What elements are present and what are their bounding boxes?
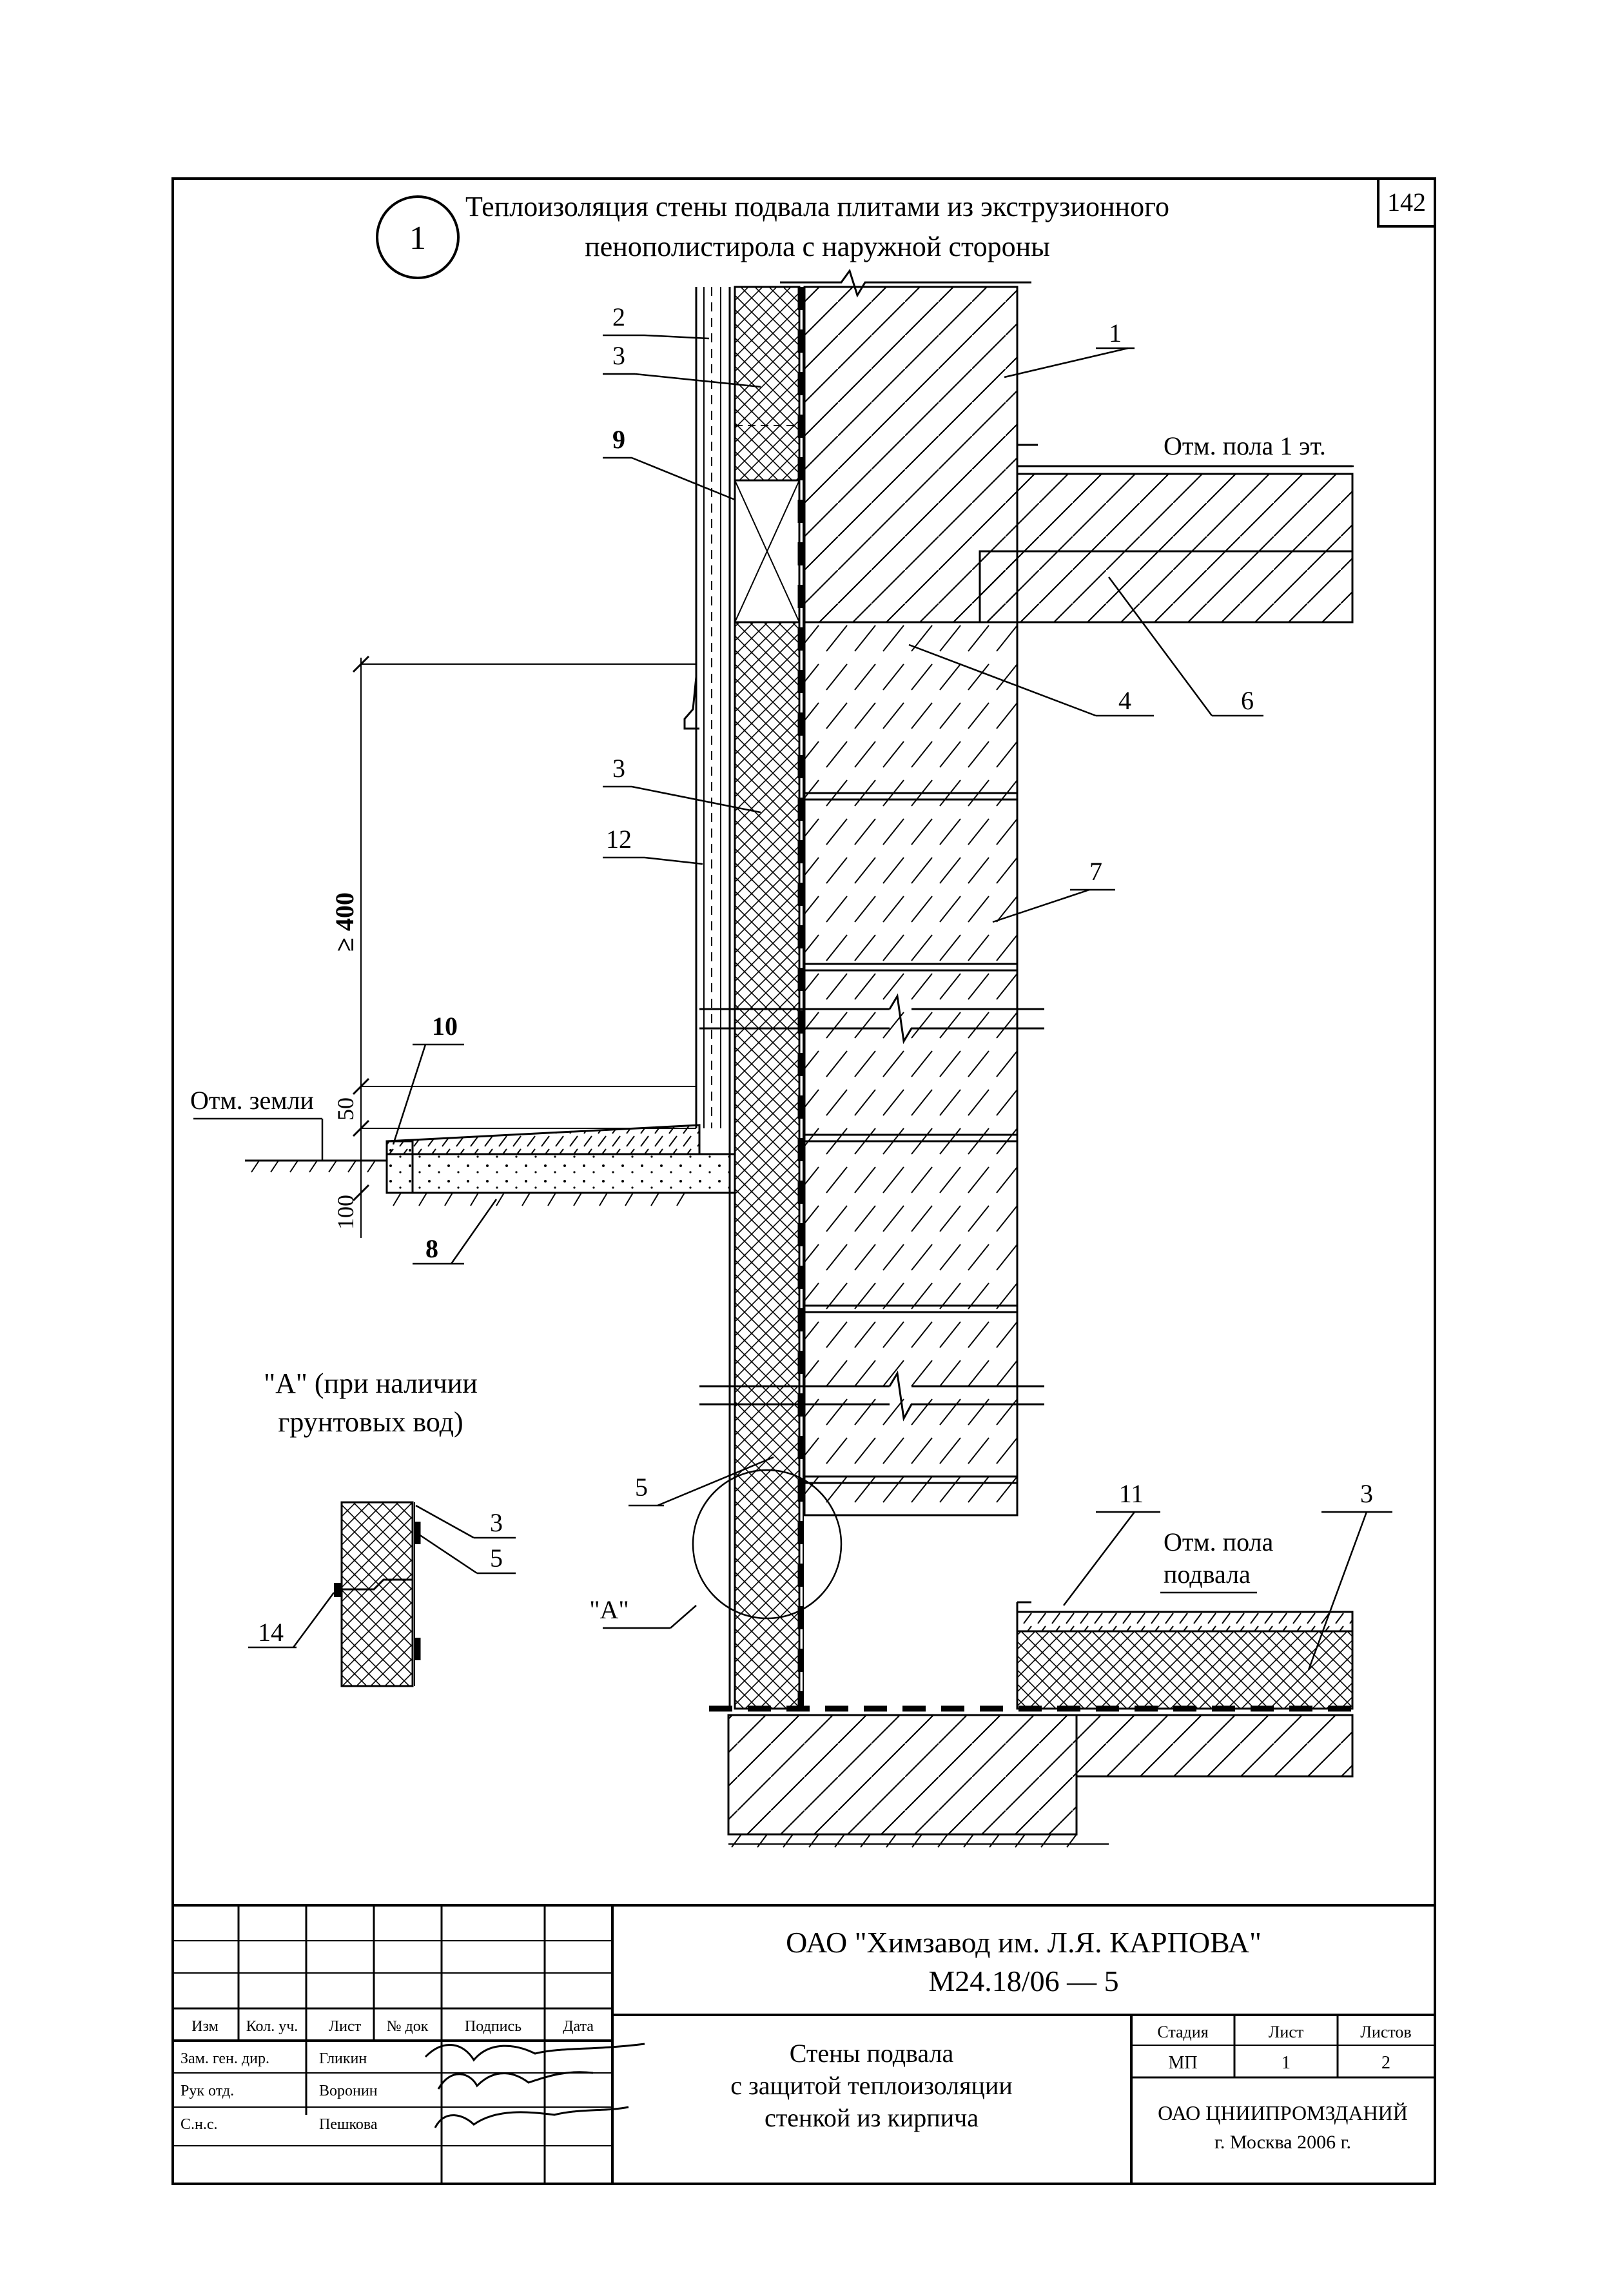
hdr-kol: Кол. уч.	[246, 2018, 298, 2035]
basement-slab	[1075, 1714, 1354, 1778]
basement-insulation	[1016, 1630, 1354, 1710]
callout-6: 6	[1241, 686, 1254, 715]
callout-1: 1	[1109, 319, 1122, 348]
floor-slab	[979, 550, 1354, 623]
stamp-code: М24.18/06 — 5	[928, 1965, 1118, 1997]
sheet-value: 1	[1282, 2053, 1291, 2073]
footing	[727, 1714, 1078, 1836]
title-block-text: ОАО "Химзавод им. Л.Я. КАРПОВА" М24.18/0…	[180, 1926, 1412, 2153]
callout-labels: 1 2 3 9 Отм. пола 1 эт. 4 6 3 12 7 10 От…	[190, 302, 1373, 1624]
sheets-header: Листов	[1360, 2023, 1411, 2041]
callout-10: 10	[432, 1012, 458, 1041]
developer-1: ОАО ЦНИИПРОМЗДАНИЙ	[1158, 2101, 1408, 2124]
callout-8: 8	[425, 1234, 438, 1263]
hdr-list: Лист	[329, 2018, 362, 2035]
callout-3-top: 3	[612, 341, 625, 370]
level-ground: Отм. земли	[190, 1086, 314, 1115]
stamp-org: ОАО "Химзавод им. Л.Я. КАРПОВА"	[786, 1926, 1262, 1959]
role-1: Зам. ген. дир.	[180, 2050, 269, 2067]
hdr-izm: Изм	[191, 2018, 219, 2035]
page-number: 142	[1387, 188, 1426, 217]
blind-area-asphalt	[385, 1124, 701, 1155]
name-2: Воронин	[319, 2083, 378, 2099]
curb-stone	[385, 1140, 414, 1194]
level-basement-2: подвала	[1164, 1560, 1251, 1589]
stage-header: Стадия	[1157, 2023, 1208, 2041]
blind-area-concrete	[411, 1153, 736, 1194]
detail-a-label-1: "А" (при наличии	[264, 1368, 478, 1399]
name-3: Пешкова	[319, 2116, 378, 2133]
signatures	[424, 2043, 645, 2128]
callout-7: 7	[1089, 857, 1102, 886]
name-1: Гликин	[319, 2050, 367, 2067]
stage-value: МП	[1168, 2053, 1197, 2073]
role-2: Рук отд.	[180, 2083, 234, 2099]
callout-11: 11	[1119, 1479, 1144, 1508]
callout-2: 2	[612, 302, 625, 331]
dim-400: ≥ 400	[330, 892, 359, 952]
detail-a-circle	[692, 1469, 843, 1620]
developer-2: г. Москва 2006 г.	[1214, 2132, 1351, 2153]
level-floor1: Отм. пола 1 эт.	[1164, 431, 1326, 460]
callout-9: 9	[612, 425, 625, 454]
title-block	[173, 1904, 1435, 2184]
detail-number-circle	[376, 195, 460, 279]
callout-5: 5	[635, 1473, 648, 1502]
sheets-value: 2	[1381, 2053, 1390, 2073]
callout-3-mid: 3	[612, 754, 625, 783]
callout-4: 4	[1118, 686, 1131, 715]
basement-floor-screed	[1016, 1611, 1354, 1633]
doc-title-1: Стены подвала	[790, 2039, 954, 2068]
detail-callout-3: 3	[490, 1508, 503, 1537]
detail-callout-5: 5	[490, 1544, 503, 1573]
section-drawing: ≥ 400 50 100	[245, 268, 1354, 1848]
page-number-box	[1377, 177, 1436, 228]
sheet-frame	[171, 177, 1436, 2185]
hdr-date: Дата	[563, 2018, 594, 2035]
detail-a-label-2: грунтовых вод)	[278, 1406, 463, 1438]
doc-title-3: стенкой из кирпича	[765, 2103, 979, 2132]
block-wall	[803, 621, 1019, 1516]
detail-a: "А" (при наличии грунтовых вод) 3 5 14	[248, 1368, 516, 1687]
detail-callout-14: 14	[258, 1618, 284, 1647]
sheet-header: Лист	[1269, 2023, 1303, 2041]
insulation-lower	[734, 621, 801, 1710]
doc-title-2: с защитой теплоизоляции	[730, 2071, 1013, 2100]
dim-100: 100	[333, 1195, 358, 1230]
callouts	[193, 334, 1392, 1671]
hdr-ndoc: № док	[387, 2018, 429, 2035]
callout-3-bottom: 3	[1360, 1479, 1373, 1508]
wall-break-top	[780, 268, 1031, 298]
dim-50: 50	[333, 1097, 358, 1121]
level-basement-1: Отм. пола	[1164, 1527, 1274, 1556]
hdr-sign: Подпись	[465, 2018, 521, 2035]
title-line-1: Теплоизоляция стены подвала плитами из э…	[465, 191, 1169, 222]
callout-a: "А"	[589, 1595, 629, 1624]
floor-screed	[1016, 473, 1354, 553]
callout-12: 12	[606, 825, 632, 854]
title-line-2: пенополистирола с наружной стороны	[585, 231, 1050, 262]
detail-number: 1	[409, 220, 426, 257]
role-3: С.н.с.	[180, 2116, 218, 2133]
